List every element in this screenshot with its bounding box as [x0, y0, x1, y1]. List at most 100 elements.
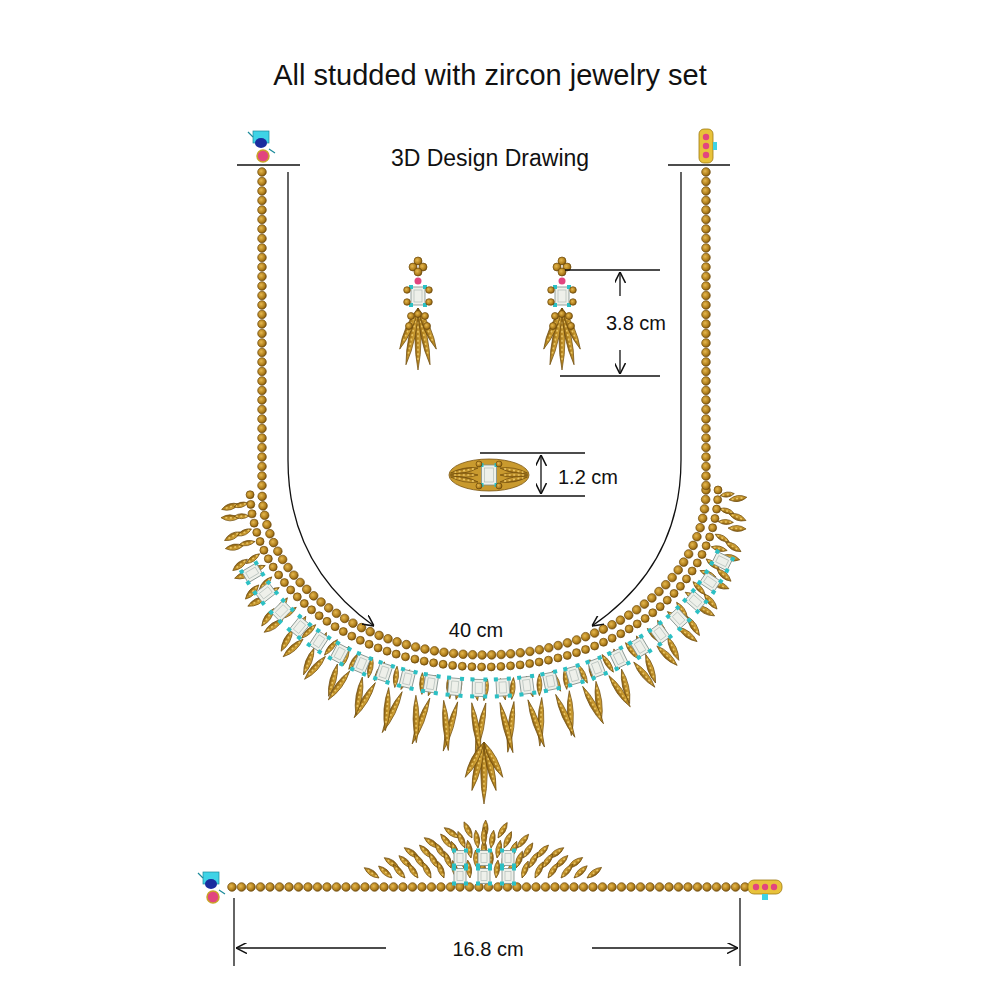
zircon-bead	[646, 883, 655, 892]
marquise-body	[718, 519, 734, 525]
zircon-bead	[258, 424, 267, 433]
zircon-bead	[478, 663, 486, 671]
zircon-bead	[339, 628, 347, 636]
marquise-pave	[586, 692, 601, 718]
zircon-bead	[702, 453, 711, 462]
baguette-table	[704, 576, 717, 588]
zircon-bead	[503, 883, 512, 892]
clasp-tab	[762, 894, 768, 900]
zircon-bead	[581, 632, 590, 641]
prong-teal	[476, 864, 480, 868]
baguette-table	[379, 666, 389, 679]
prong-teal	[568, 683, 573, 688]
marquise-pave	[241, 542, 252, 544]
zircon-bead	[487, 663, 495, 671]
zircon-bead	[375, 631, 384, 640]
zircon-bead	[702, 329, 711, 338]
zircon-bead	[361, 883, 370, 892]
zircon-bead	[356, 636, 364, 644]
marquise-pave	[476, 833, 478, 845]
baguette-table	[356, 657, 367, 670]
marquise-stone	[234, 514, 249, 519]
marquise-stone	[406, 862, 421, 880]
zircon-bead	[246, 491, 254, 499]
zircon-bead	[476, 461, 482, 467]
prong-teal	[724, 568, 729, 573]
zircon-bead	[302, 585, 311, 594]
marquise-body	[488, 830, 496, 849]
marquise-body	[606, 674, 632, 709]
marquise-pave	[381, 868, 390, 876]
prong-teal	[464, 849, 468, 853]
prong-teal	[327, 655, 332, 660]
marquise-pave	[446, 829, 456, 836]
necklace	[221, 129, 747, 804]
prong-teal	[517, 675, 521, 679]
marquise-pave	[504, 474, 524, 476]
baguette-stone	[470, 677, 487, 698]
zircon-bead	[696, 523, 705, 532]
baguette-stone	[350, 651, 374, 677]
marquise-pave	[417, 317, 419, 360]
extension-line	[668, 164, 730, 165]
zircon-bead	[323, 617, 331, 625]
zircon-bead	[253, 528, 261, 536]
zircon-bead	[516, 648, 525, 657]
marquise-pave	[717, 535, 727, 540]
baguette-table	[634, 640, 646, 653]
marquise-body	[326, 663, 341, 697]
zircon-bead	[269, 563, 277, 571]
clasp-hook	[248, 132, 275, 153]
prong-teal	[356, 651, 361, 656]
zircon-bead	[402, 640, 411, 649]
marquise-body	[353, 677, 365, 716]
extension-line	[233, 898, 234, 966]
prong-teal	[682, 598, 688, 604]
marquise-body	[572, 864, 589, 880]
zircon-bead	[698, 550, 706, 558]
marquise-pave	[589, 869, 599, 876]
dimension-arrow	[236, 947, 386, 948]
baguette-stone	[647, 620, 673, 647]
marquise-pave	[409, 865, 416, 875]
prong-teal	[636, 655, 641, 660]
zircon-bead	[693, 883, 702, 892]
baguette-table	[246, 567, 259, 579]
marquise-pave	[444, 708, 447, 743]
dimension-label: 3.8 cm	[606, 312, 666, 335]
zircon-bead	[340, 614, 349, 623]
prong-teal	[627, 640, 632, 645]
zircon-bead	[702, 206, 711, 215]
marquise-stone	[493, 860, 500, 878]
prong-teal	[347, 646, 352, 651]
prong-teal	[675, 605, 681, 611]
zircon-bead	[526, 647, 535, 656]
marquise-body	[720, 491, 735, 498]
zircon-bead	[424, 323, 431, 330]
marquise-stone	[326, 663, 341, 697]
zircon-bead	[506, 650, 515, 659]
zircon-bead	[263, 520, 272, 529]
zircon-bead	[404, 299, 411, 306]
zircon-bead	[476, 483, 482, 489]
marquise-pave	[424, 864, 430, 875]
marquise-pave	[283, 633, 291, 648]
zircon-bead	[702, 187, 711, 196]
zircon-bead	[258, 310, 267, 319]
zircon-bead	[702, 415, 711, 424]
prong-teal	[277, 619, 283, 625]
prong-teal	[390, 664, 395, 669]
zircon-bead	[608, 620, 617, 629]
zircon-bead	[258, 329, 267, 338]
prong-teal	[563, 667, 568, 672]
zircon-bead	[258, 339, 267, 348]
marquise-pave	[538, 847, 547, 856]
prong-teal	[413, 670, 418, 675]
marquise-body	[519, 860, 530, 879]
zircon-bead	[655, 587, 664, 596]
zircon-bead	[702, 377, 711, 386]
zircon-bead	[258, 453, 267, 462]
earring	[541, 257, 583, 370]
marquise-stone	[676, 625, 699, 644]
